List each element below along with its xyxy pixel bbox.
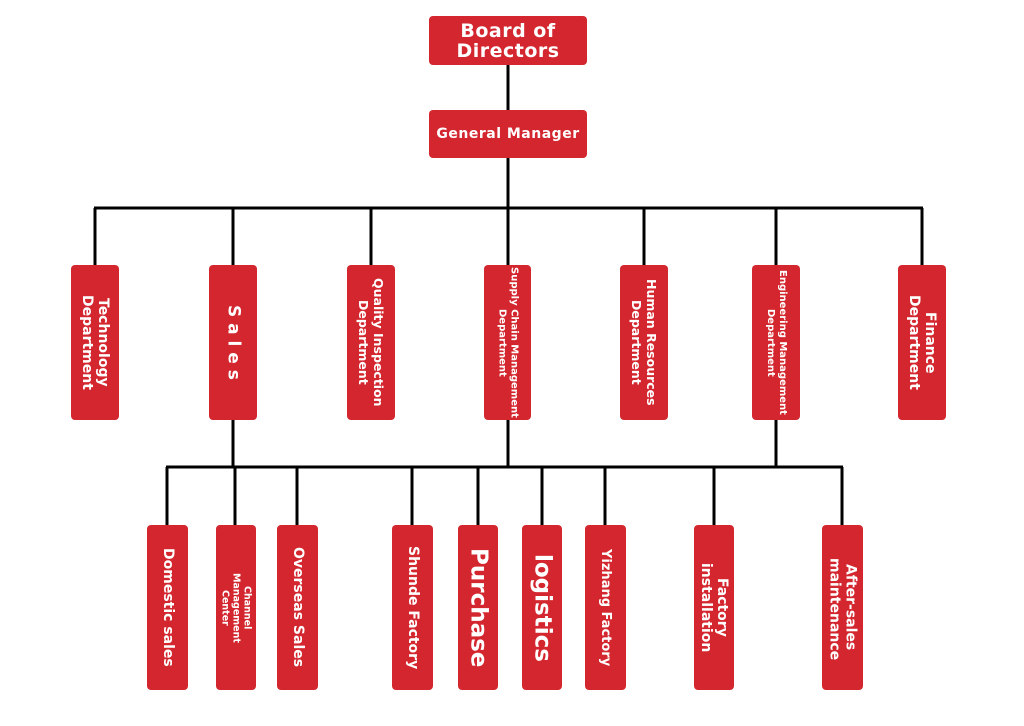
dept-label: Supply Chain Management Department [496, 267, 520, 418]
dept-human-resources: Human Resources Department [620, 265, 668, 420]
unit-label: After-sales maintenance [826, 557, 859, 660]
dept-engineering: Engineering Management Department [752, 265, 800, 420]
unit-logistics: logistics [522, 525, 562, 690]
dept-label: Technology Department [79, 295, 111, 390]
unit-factory-installation: Factory installation [694, 525, 734, 690]
unit-label: Yizhang Factory [598, 548, 613, 667]
unit-label: Channel Management Center [219, 572, 253, 643]
unit-label: Overseas Sales [290, 547, 306, 668]
unit-label: Purchase [465, 547, 492, 668]
unit-domestic-sales: Domestic sales [147, 525, 188, 690]
general-manager-box: General Manager [429, 110, 587, 158]
dept-technology: Technology Department [71, 265, 119, 420]
dept-quality-inspection: Quality Inspection Department [347, 265, 395, 420]
dept-label: S a l e s [223, 305, 244, 380]
unit-shunde-factory: Shunde Factory [392, 525, 433, 690]
board-of-directors-box: Board of Directors [429, 16, 587, 65]
unit-yizhang-factory: Yizhang Factory [585, 525, 626, 690]
dept-finance: Finance Department [898, 265, 946, 420]
unit-channel-management: Channel Management Center [216, 525, 256, 690]
unit-overseas-sales: Overseas Sales [277, 525, 318, 690]
board-label: Board of Directors [456, 19, 560, 62]
unit-label: Factory installation [698, 562, 730, 653]
dept-label: Finance Department [906, 295, 938, 390]
unit-label: Domestic sales [160, 548, 176, 667]
dept-supply-chain: Supply Chain Management Department [484, 265, 531, 420]
dept-label: Engineering Management Department [765, 270, 788, 415]
unit-label: Shunde Factory [405, 545, 421, 670]
unit-purchase: Purchase [458, 525, 498, 690]
unit-label: logistics [529, 553, 556, 662]
unit-after-sales: After-sales maintenance [822, 525, 863, 690]
dept-sales: S a l e s [209, 265, 257, 420]
dept-label: Quality Inspection Department [356, 278, 386, 407]
dept-label: Human Resources Department [629, 279, 659, 406]
general-manager-label: General Manager [436, 125, 580, 142]
